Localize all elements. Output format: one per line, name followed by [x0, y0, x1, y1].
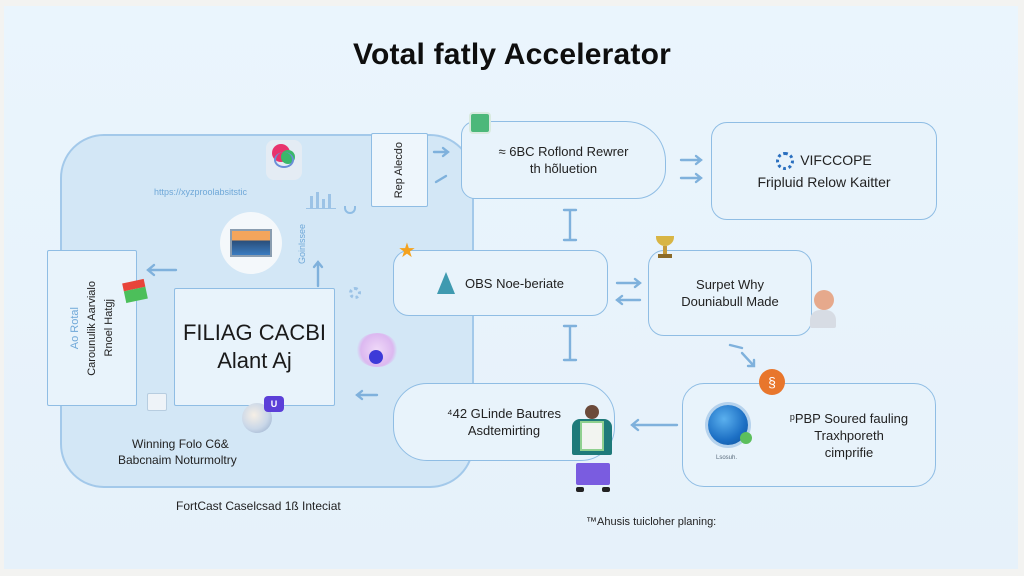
notification-badge[interactable]: U	[264, 396, 284, 412]
caption-bottom-left: FortCast Caselcsad 1ß Inteciat	[176, 499, 341, 513]
node-surpet-line1: Surpet Why	[696, 277, 764, 292]
chart-sketch-icon	[306, 188, 336, 209]
caption-bottom-right: ™Ahusis tuicloher planing:	[586, 516, 717, 528]
small-card[interactable]: Rep Alecdo	[371, 133, 428, 207]
main-card-line2: Alant Aj	[217, 348, 292, 373]
node-vifccope-line2: Fripluid Relow Kaitter	[757, 173, 891, 190]
avatar-body-icon	[810, 310, 836, 328]
node-rollout-line1: ≈ 6BC Roflond Rewrer	[498, 144, 629, 159]
node-obs-label: OBS Noe-beriate	[465, 275, 564, 291]
node-glinde-line1: ⁴42 GLinde Bautres	[447, 406, 561, 421]
document-icon	[147, 393, 167, 411]
gear-small-icon	[349, 287, 361, 299]
virus-icon-caption: Lsosuh.	[716, 455, 738, 461]
left-footer-line2: Babcnaim Noturmoltry	[118, 453, 237, 467]
node-rollout[interactable]: ≈ 6BC Roflond Rewrer th hõluetion	[461, 121, 666, 199]
badge-label: U	[270, 399, 278, 409]
vertical-label: Goinlssee	[297, 224, 307, 265]
main-card-line1: FILIAG CACBI	[182, 320, 327, 345]
link-text[interactable]: https://xyzproolabsitstic	[154, 187, 248, 197]
trophy-icon	[656, 236, 674, 262]
node-glinde-line2: Asdtemirting	[467, 423, 541, 438]
side-card[interactable]: Ao Rotal Carounulik Aarvialo Rnoel Hatgj	[47, 250, 137, 406]
node-pbp-line3: cimprifie	[824, 444, 874, 460]
node-vifccope[interactable]: VIFCCOPE Fripluid Relow Kaitter	[711, 122, 937, 220]
small-swirl-icon	[344, 206, 356, 214]
person-icon	[566, 405, 620, 495]
monitor-image-icon	[220, 212, 282, 274]
node-vifccope-line1: VIFCCOPE	[800, 152, 872, 168]
node-pbp-line2: Traxhporeth	[814, 427, 884, 443]
small-card-label: Rep Alecdo	[393, 141, 405, 199]
side-card-line1: Carounulik Aarvialo	[85, 280, 98, 376]
avatar-icon	[814, 290, 834, 310]
diagram-title: Votal fatly Accelerator	[352, 38, 672, 71]
virus-small-icon	[740, 432, 752, 444]
left-footer-line1: Winning Folo C6&	[132, 437, 229, 451]
swirl-badge-icon: §	[759, 369, 785, 395]
gear-icon	[776, 151, 795, 170]
main-card[interactable]: FILIAG CACBI Alant Aj	[174, 288, 335, 406]
node-rollout-line2: th hõluetion	[529, 161, 598, 176]
side-card-accent: Ao Rotal	[68, 306, 81, 350]
node-surpet-line2: Douniabull Made	[681, 294, 779, 309]
side-card-line2: Rnoel Hatgj	[102, 299, 115, 357]
color-blob-icon	[266, 140, 302, 180]
node-pbp-line1: ᵖPBP Soured fauling	[789, 410, 909, 426]
rocket-icon	[437, 272, 455, 294]
node-obs[interactable]: OBS Noe-beriate	[393, 250, 608, 316]
spiky-blob-icon	[356, 333, 398, 367]
star-icon: ★	[398, 240, 416, 262]
cube-icon	[469, 112, 491, 134]
node-surpet[interactable]: Surpet Why Douniabull Made	[648, 250, 812, 336]
